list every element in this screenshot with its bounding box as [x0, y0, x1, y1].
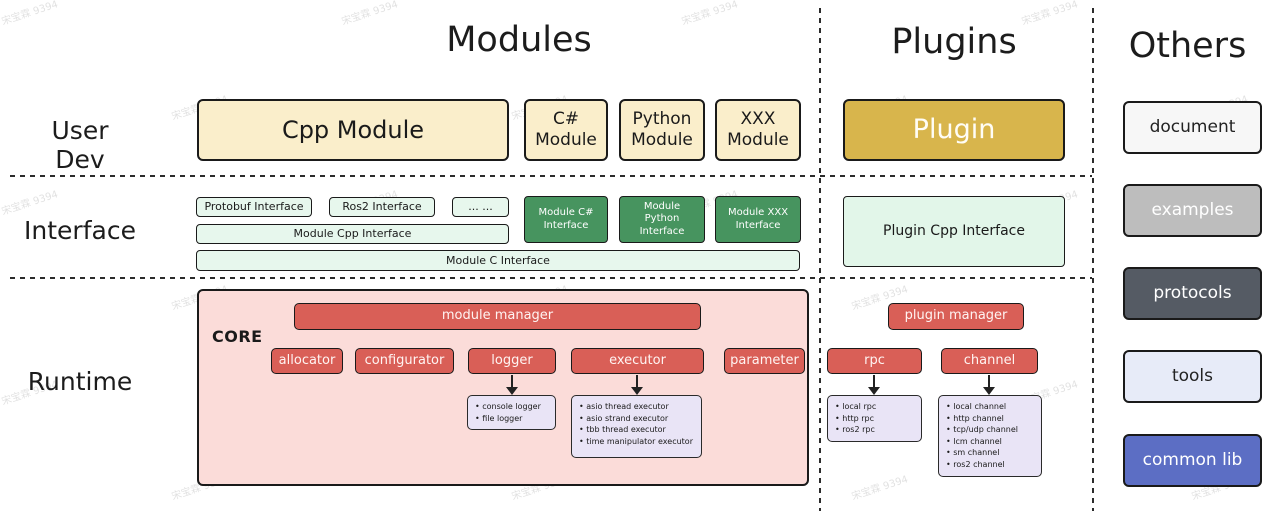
others-item-tools: tools	[1123, 350, 1262, 403]
ros2-interface-box: Ros2 Interface	[329, 197, 435, 217]
watermark-text: 宋宝霖 9394	[680, 0, 740, 28]
more-interfaces-box: ... ...	[452, 197, 509, 217]
executor-box: executor	[571, 348, 704, 374]
python-module-box: Python Module	[619, 99, 705, 161]
module-python-interface-box: Module Python Interface	[619, 196, 705, 243]
rpc-arrow	[868, 375, 880, 395]
module-xxx-interface-box: Module XXX Interface	[715, 196, 801, 243]
module-manager-bar: module manager	[294, 303, 701, 330]
watermark-text: 宋宝霖 9394	[0, 0, 60, 28]
parameter-box: parameter	[724, 348, 805, 374]
channel-arrow	[983, 375, 995, 395]
section-title-modules: Modules	[446, 20, 592, 60]
divider-plugins-others	[1092, 8, 1094, 511]
module-cpp-interface-box: Module Cpp Interface	[196, 224, 509, 244]
core-label: CORE	[212, 327, 263, 346]
divider-interface-runtime	[10, 277, 1092, 279]
logger-impl-list: • console logger• file logger	[467, 395, 556, 431]
channel-box: channel	[941, 348, 1038, 374]
others-item-examples: examples	[1123, 184, 1262, 237]
plugin-manager-bar: plugin manager	[888, 303, 1024, 330]
row-label-runtime: Runtime	[27, 367, 133, 396]
xxx-module-box: XXX Module	[715, 99, 801, 161]
plugin-cpp-interface-box: Plugin Cpp Interface	[843, 196, 1065, 267]
csharp-module-box: C# Module	[524, 99, 608, 161]
section-title-plugins: Plugins	[891, 22, 1017, 62]
rpc-box: rpc	[827, 348, 922, 374]
allocator-box: allocator	[271, 348, 343, 374]
section-title-others: Others	[1128, 26, 1247, 66]
protobuf-interface-box: Protobuf Interface	[196, 197, 312, 217]
channel-impl-list: • local channel• http channel• tcp/udp c…	[938, 395, 1042, 477]
cpp-module-box: Cpp Module	[197, 99, 509, 161]
executor-impl-list: • asio thread executor• asio strand exec…	[571, 395, 702, 458]
watermark-text: 宋宝霖 9394	[850, 474, 910, 503]
executor-arrow	[631, 375, 643, 395]
configurator-box: configurator	[355, 348, 454, 374]
others-item-common-lib: common lib	[1123, 434, 1262, 487]
module-csharp-interface-box: Module C# Interface	[524, 196, 608, 243]
plugin-box: Plugin	[843, 99, 1065, 161]
watermark-text: 宋宝霖 9394	[0, 189, 60, 218]
logger-box: logger	[468, 348, 556, 374]
row-label-user-dev: User Dev	[51, 116, 109, 174]
divider-userdev-interface	[10, 175, 1092, 177]
others-item-document: document	[1123, 101, 1262, 154]
logger-arrow	[506, 375, 518, 395]
divider-modules-plugins	[819, 8, 821, 511]
watermark-text: 宋宝霖 9394	[340, 0, 400, 28]
rpc-impl-list: • local rpc• http rpc• ros2 rpc	[827, 395, 922, 442]
row-label-interface: Interface	[24, 216, 136, 245]
module-c-interface-box: Module C Interface	[196, 250, 800, 271]
others-item-protocols: protocols	[1123, 267, 1262, 320]
